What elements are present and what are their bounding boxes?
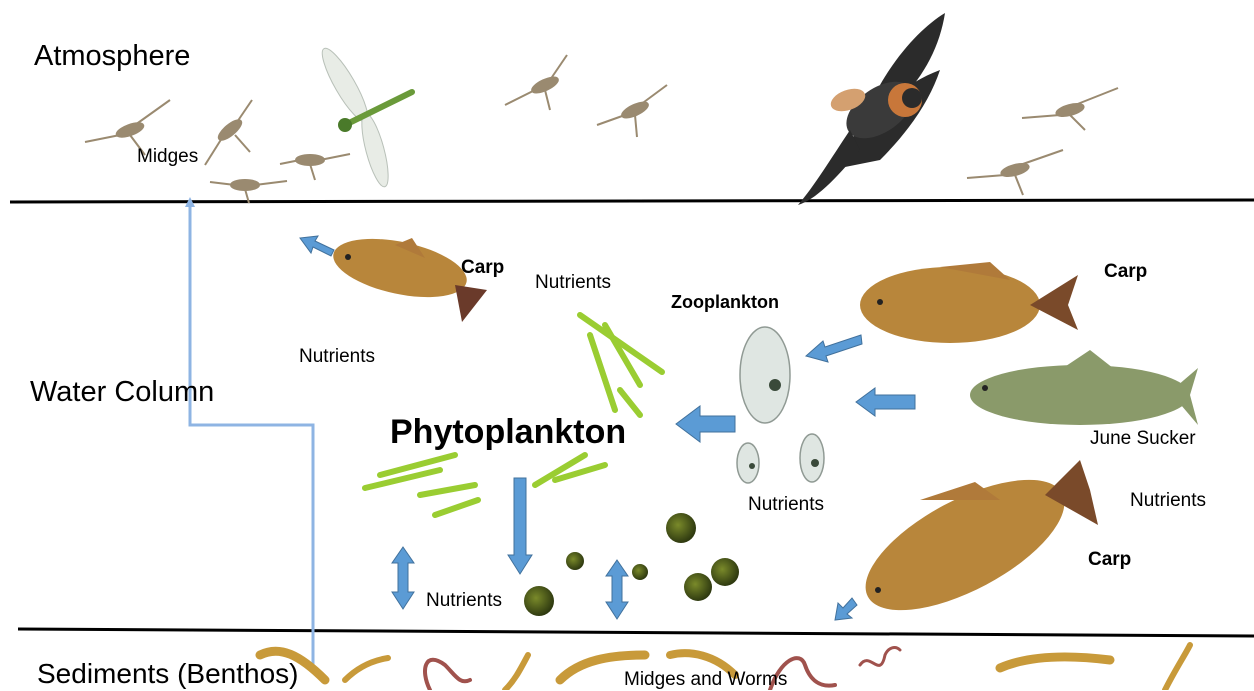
arrow-sediment-exchange-left [392, 547, 414, 609]
label-nutrients-1: Nutrients [535, 272, 611, 294]
zone-label-sediments: Sediments (Benthos) [37, 658, 298, 690]
label-carp-bottom: Carp [1088, 549, 1131, 571]
label-nutrients-5: Nutrients [426, 590, 502, 612]
zone-label-atmosphere: Atmosphere [34, 40, 190, 73]
arrow-carp-to-sediment [835, 598, 857, 620]
algal-cysts [524, 513, 739, 616]
zooplankton-organisms [737, 327, 824, 483]
label-carp-right: Carp [1104, 261, 1147, 283]
label-phytoplankton: Phytoplankton [390, 413, 626, 452]
zone-label-water-column: Water Column [30, 376, 214, 409]
adult-midges [85, 55, 1118, 203]
arrow-carp-to-atmosphere [300, 236, 334, 256]
june-sucker-fish [970, 350, 1198, 425]
label-midges-and-worms: Midges and Worms [624, 669, 787, 691]
swallow-bird [798, 13, 945, 205]
water-sediment-boundary [18, 629, 1254, 636]
label-zooplankton: Zooplankton [671, 292, 779, 313]
arrow-zooplankton-to-phytoplankton [676, 406, 735, 442]
label-nutrients-3: Nutrients [748, 494, 824, 516]
label-june-sucker: June Sucker [1090, 428, 1196, 450]
arrow-phytoplankton-to-sediment [508, 478, 532, 574]
carp-fish-bottom [847, 454, 1098, 637]
arrow-sediment-exchange-right [606, 560, 628, 619]
dragonfly [315, 44, 412, 189]
label-nutrients-2: Nutrients [299, 346, 375, 368]
label-carp-top: Carp [461, 257, 504, 279]
arrow-june-sucker-to-zooplankton [856, 388, 915, 416]
label-midges: Midges [137, 146, 198, 168]
atmosphere-water-boundary [10, 200, 1254, 202]
midge-emergence-line [190, 203, 313, 665]
carp-fish-right [860, 262, 1078, 343]
label-nutrients-4: Nutrients [1130, 490, 1206, 512]
arrow-carp-to-zooplankton [806, 335, 862, 362]
